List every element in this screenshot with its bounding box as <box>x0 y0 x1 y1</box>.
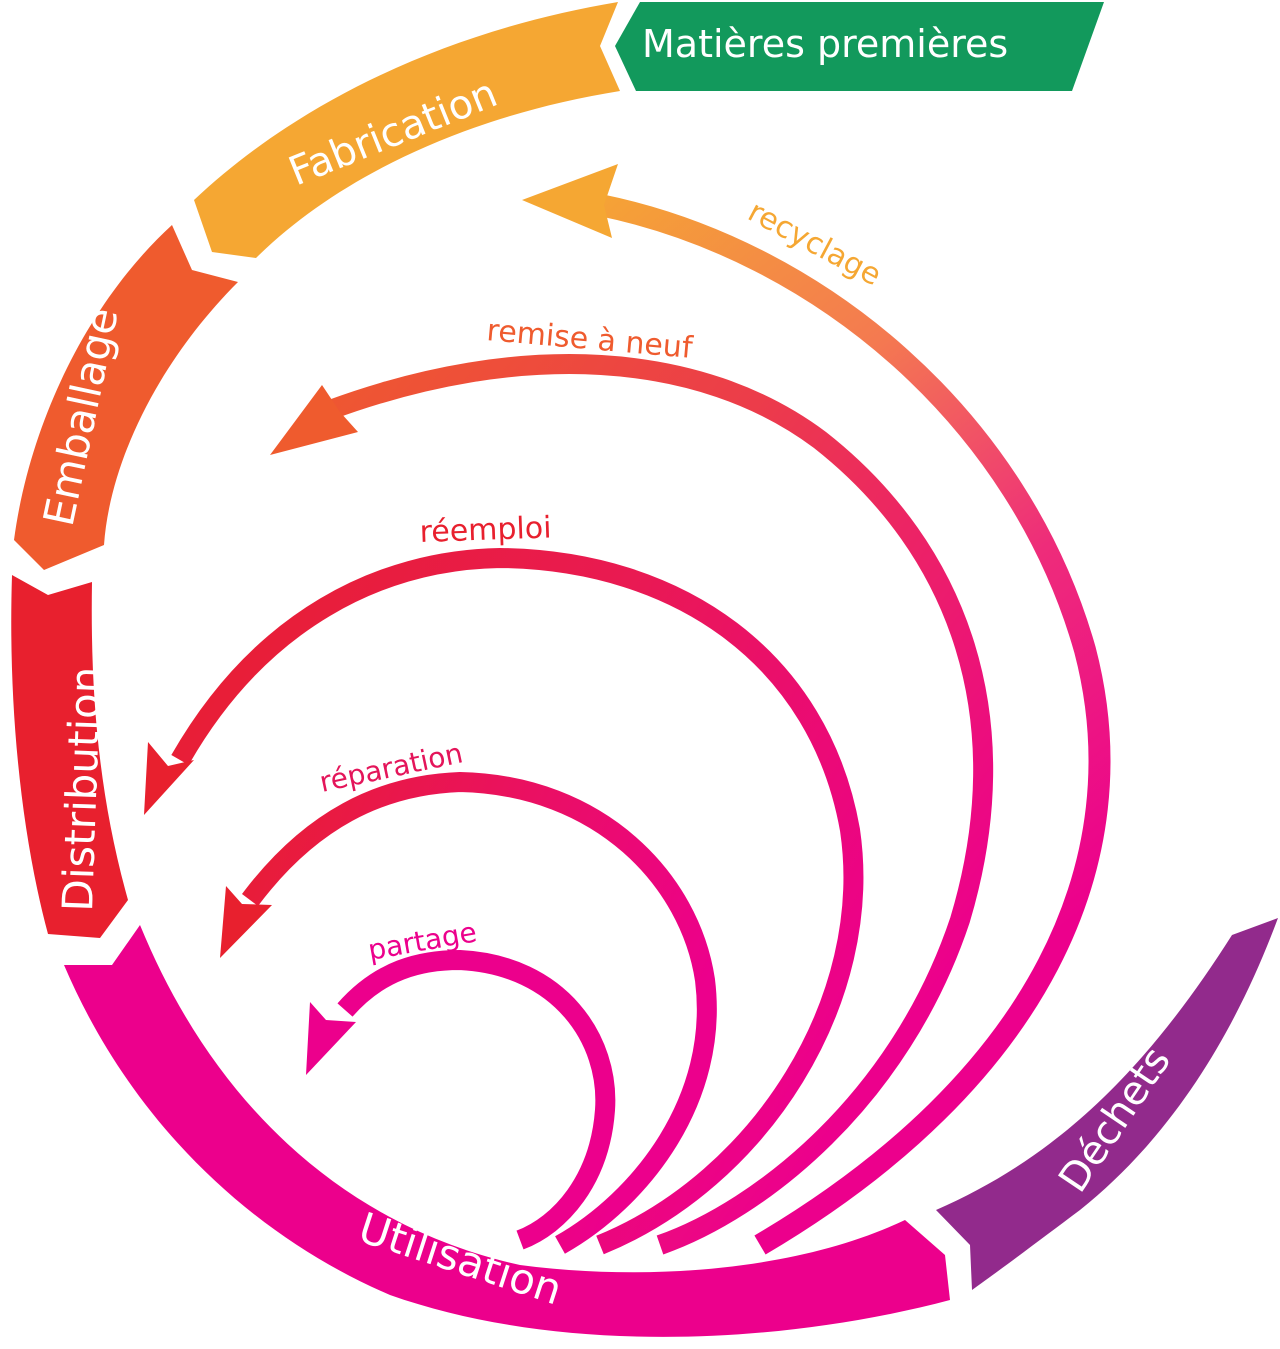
loop-sharing: partage <box>306 915 616 1250</box>
stage-packaging: Emballage <box>14 225 238 570</box>
loop-reuse-arrowhead <box>144 742 194 815</box>
loop-refurbishing: remise à neuf <box>270 313 994 1255</box>
loop-recycling-arrowhead <box>522 164 618 238</box>
stage-distribution: Distribution <box>11 575 128 938</box>
stage-manufacturing: Fabrication <box>194 2 620 258</box>
loop-reuse-arc <box>171 547 864 1255</box>
stage-waste-shape <box>936 918 1278 1290</box>
stage-manufacturing-shape <box>194 2 620 258</box>
loop-reuse-label: réemploi <box>419 510 552 550</box>
stage-distribution-label: Distribution <box>53 666 111 913</box>
loop-refurbishing-arrowhead <box>270 385 358 455</box>
stage-raw-materials: Matières premières <box>615 2 1104 91</box>
stage-distribution-shape <box>11 575 128 938</box>
loop-refurbishing-arc <box>326 354 994 1255</box>
loop-reuse: réemploi <box>144 510 864 1255</box>
stage-packaging-shape <box>14 225 238 570</box>
loop-recycling-label: recyclage <box>742 194 887 293</box>
stage-raw-materials-shape <box>615 2 1104 91</box>
loop-recycling-arc <box>597 194 1111 1255</box>
stage-raw-materials-label: Matières premières <box>642 22 1008 66</box>
stage-waste: Déchets <box>936 918 1278 1290</box>
loop-repair-arc <box>242 771 717 1254</box>
loop-sharing-arc <box>337 949 616 1250</box>
loop-sharing-arrowhead <box>306 1002 356 1075</box>
loop-repair-arrowhead <box>220 886 272 958</box>
stage-use-shape <box>64 925 950 1337</box>
